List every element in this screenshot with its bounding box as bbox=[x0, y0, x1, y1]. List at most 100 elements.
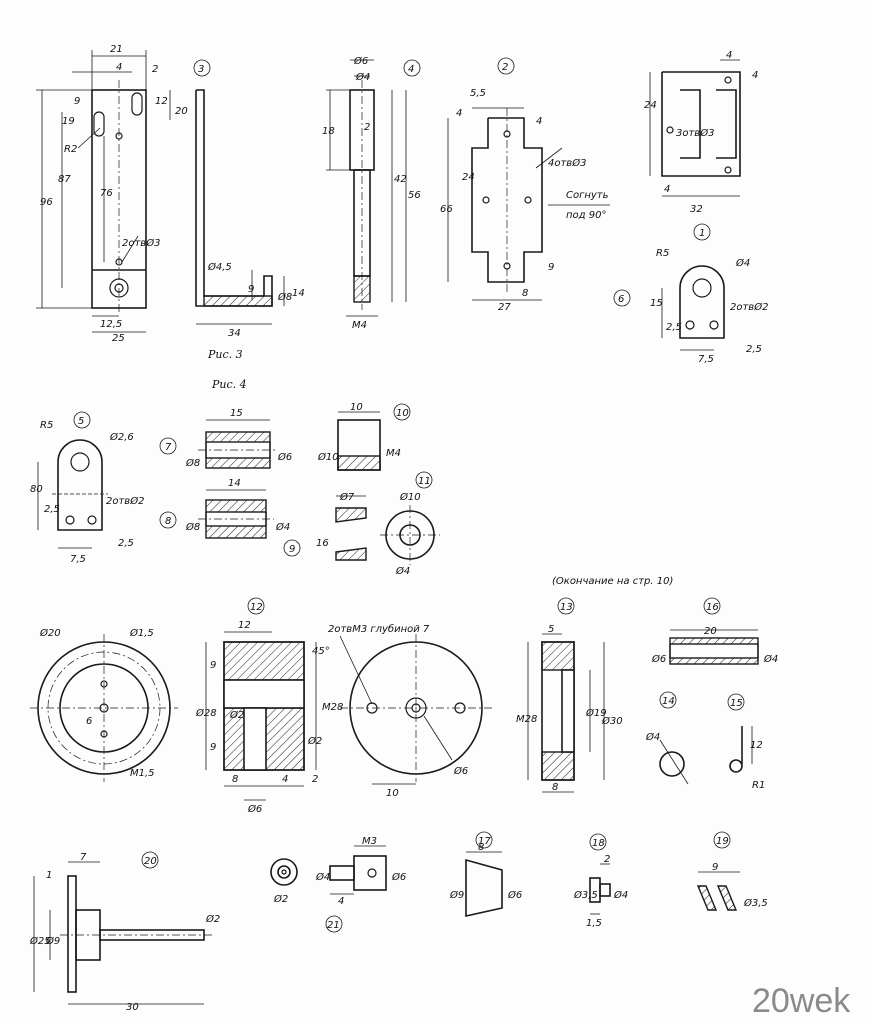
dim-t4b: 4 bbox=[338, 896, 344, 907]
caption-fig3: Рис. 3 bbox=[207, 348, 243, 361]
part-19-spring bbox=[696, 871, 740, 911]
dim-q4: Ø4 bbox=[645, 731, 660, 743]
dim-k6: 6 bbox=[86, 716, 92, 727]
note-continued: (Окончание на стр. 10) bbox=[552, 576, 673, 587]
dim-l6: Ø6 bbox=[247, 803, 262, 815]
dim-l2c: 2 bbox=[312, 774, 318, 785]
note-holes-3x3: 3отвØ3 bbox=[676, 127, 714, 139]
dim-a4: 4 bbox=[116, 62, 122, 73]
dim-d27: 27 bbox=[498, 302, 511, 313]
dim-cm4: M4 bbox=[352, 320, 367, 331]
dim-c18: 18 bbox=[322, 126, 335, 137]
dim-n19: Ø19 bbox=[585, 707, 607, 719]
dim-f25b: 2,5 bbox=[746, 344, 762, 355]
part-12-face-view bbox=[339, 634, 492, 785]
dim-s30: 30 bbox=[126, 1002, 139, 1013]
part-21-collar bbox=[270, 845, 387, 895]
dim-u9: Ø9 bbox=[449, 889, 464, 901]
dim-v4: Ø4 bbox=[613, 889, 628, 901]
part-6-marker bbox=[613, 289, 631, 307]
dim-l9b: 9 bbox=[210, 742, 216, 753]
part-5-marker bbox=[73, 411, 91, 429]
note-holes-2x3: 2отвØ3 bbox=[122, 237, 160, 249]
dim-a96: 96 bbox=[40, 197, 53, 208]
dim-e4: 4 bbox=[726, 50, 732, 61]
part-9-marker bbox=[283, 539, 301, 557]
dim-nm28: M28 bbox=[516, 714, 537, 725]
dim-e24: 24 bbox=[644, 100, 657, 111]
note-bend-2: под 90° bbox=[566, 210, 606, 221]
dim-b9: 9 bbox=[248, 284, 254, 295]
part-14-leader bbox=[659, 739, 689, 785]
dim-c6: Ø6 bbox=[353, 55, 368, 67]
part-12-end-view bbox=[30, 634, 178, 782]
dim-h8: Ø8 bbox=[185, 457, 200, 469]
part-17-cone bbox=[465, 851, 503, 917]
dim-o20: 20 bbox=[704, 626, 717, 637]
dim-gr5: R5 bbox=[40, 420, 53, 431]
dim-h4: Ø4 bbox=[275, 521, 290, 533]
dim-d55: 5,5 bbox=[470, 88, 486, 99]
note-holes-2x2-b: 2отвØ2 bbox=[106, 495, 144, 507]
part-2-marker bbox=[497, 57, 515, 75]
part-14-label: 14 bbox=[662, 696, 675, 707]
part-1-label: 1 bbox=[699, 228, 705, 239]
part-13-ring bbox=[527, 633, 605, 793]
dim-g26: Ø2,6 bbox=[109, 431, 134, 443]
dim-s1: 1 bbox=[46, 870, 52, 881]
part-6-tab bbox=[661, 265, 725, 351]
dim-rr1: R1 bbox=[752, 780, 765, 791]
part-18-marker bbox=[589, 833, 607, 851]
dim-b45: Ø4,5 bbox=[207, 261, 232, 273]
dim-h15: 15 bbox=[230, 408, 243, 419]
dim-l28: Ø28 bbox=[195, 707, 217, 719]
dim-m6: Ø6 bbox=[453, 765, 468, 777]
dim-d4: 4 bbox=[456, 108, 462, 119]
dim-b8: Ø8 bbox=[277, 291, 292, 303]
note-bend: Согнуть bbox=[566, 190, 609, 201]
dim-i10d: Ø10 bbox=[317, 451, 339, 463]
dim-d66: 66 bbox=[440, 204, 453, 215]
dim-l8: 8 bbox=[232, 774, 238, 785]
part-4-marker bbox=[403, 59, 421, 77]
part-14-marker bbox=[659, 691, 677, 709]
part-9-label: 9 bbox=[289, 544, 295, 555]
dim-s7: 7 bbox=[80, 852, 87, 863]
dim-v35: Ø3,5 bbox=[573, 889, 598, 901]
part-3-marker bbox=[193, 59, 211, 77]
part-16-label: 16 bbox=[706, 602, 719, 613]
part-8-marker bbox=[159, 511, 177, 529]
dim-n8: 8 bbox=[552, 782, 558, 793]
dim-j16: 16 bbox=[316, 538, 329, 549]
dim-a20: 20 bbox=[175, 106, 188, 117]
part-6-label: 6 bbox=[618, 294, 624, 305]
note-holes-4x3: 4отвØ3 bbox=[548, 157, 586, 169]
dim-t6: Ø6 bbox=[391, 871, 406, 883]
dim-v15: 1,5 bbox=[586, 918, 602, 929]
part-4-shaft bbox=[326, 59, 407, 317]
part-15-label: 15 bbox=[730, 698, 743, 709]
part-3-label: 3 bbox=[198, 64, 204, 75]
dim-w9: 9 bbox=[712, 862, 718, 873]
caption-fig4: Рис. 4 bbox=[211, 378, 247, 391]
part-11-label: 11 bbox=[418, 476, 431, 487]
dim-h8b: Ø8 bbox=[185, 521, 200, 533]
dim-l12: 12 bbox=[238, 620, 251, 631]
part-7-marker bbox=[159, 437, 177, 455]
dim-k20: Ø20 bbox=[39, 627, 61, 639]
part-16-tube bbox=[669, 629, 759, 665]
dim-c42: 42 bbox=[394, 174, 407, 185]
dim-b34: 34 bbox=[228, 328, 241, 339]
dim-s25: Ø25 bbox=[29, 935, 51, 947]
dim-e4c: 4 bbox=[664, 184, 670, 195]
part-17-label: 17 bbox=[478, 836, 491, 847]
dim-a12: 12 bbox=[155, 96, 168, 107]
part-20-marker bbox=[141, 851, 159, 869]
dim-l45: 45° bbox=[312, 646, 330, 657]
dim-n5: 5 bbox=[548, 624, 554, 635]
dim-s2: Ø2 bbox=[205, 913, 220, 925]
part-10-nut bbox=[337, 411, 381, 471]
part-21-label: 21 bbox=[327, 920, 340, 931]
dim-l4: 4 bbox=[282, 774, 288, 785]
